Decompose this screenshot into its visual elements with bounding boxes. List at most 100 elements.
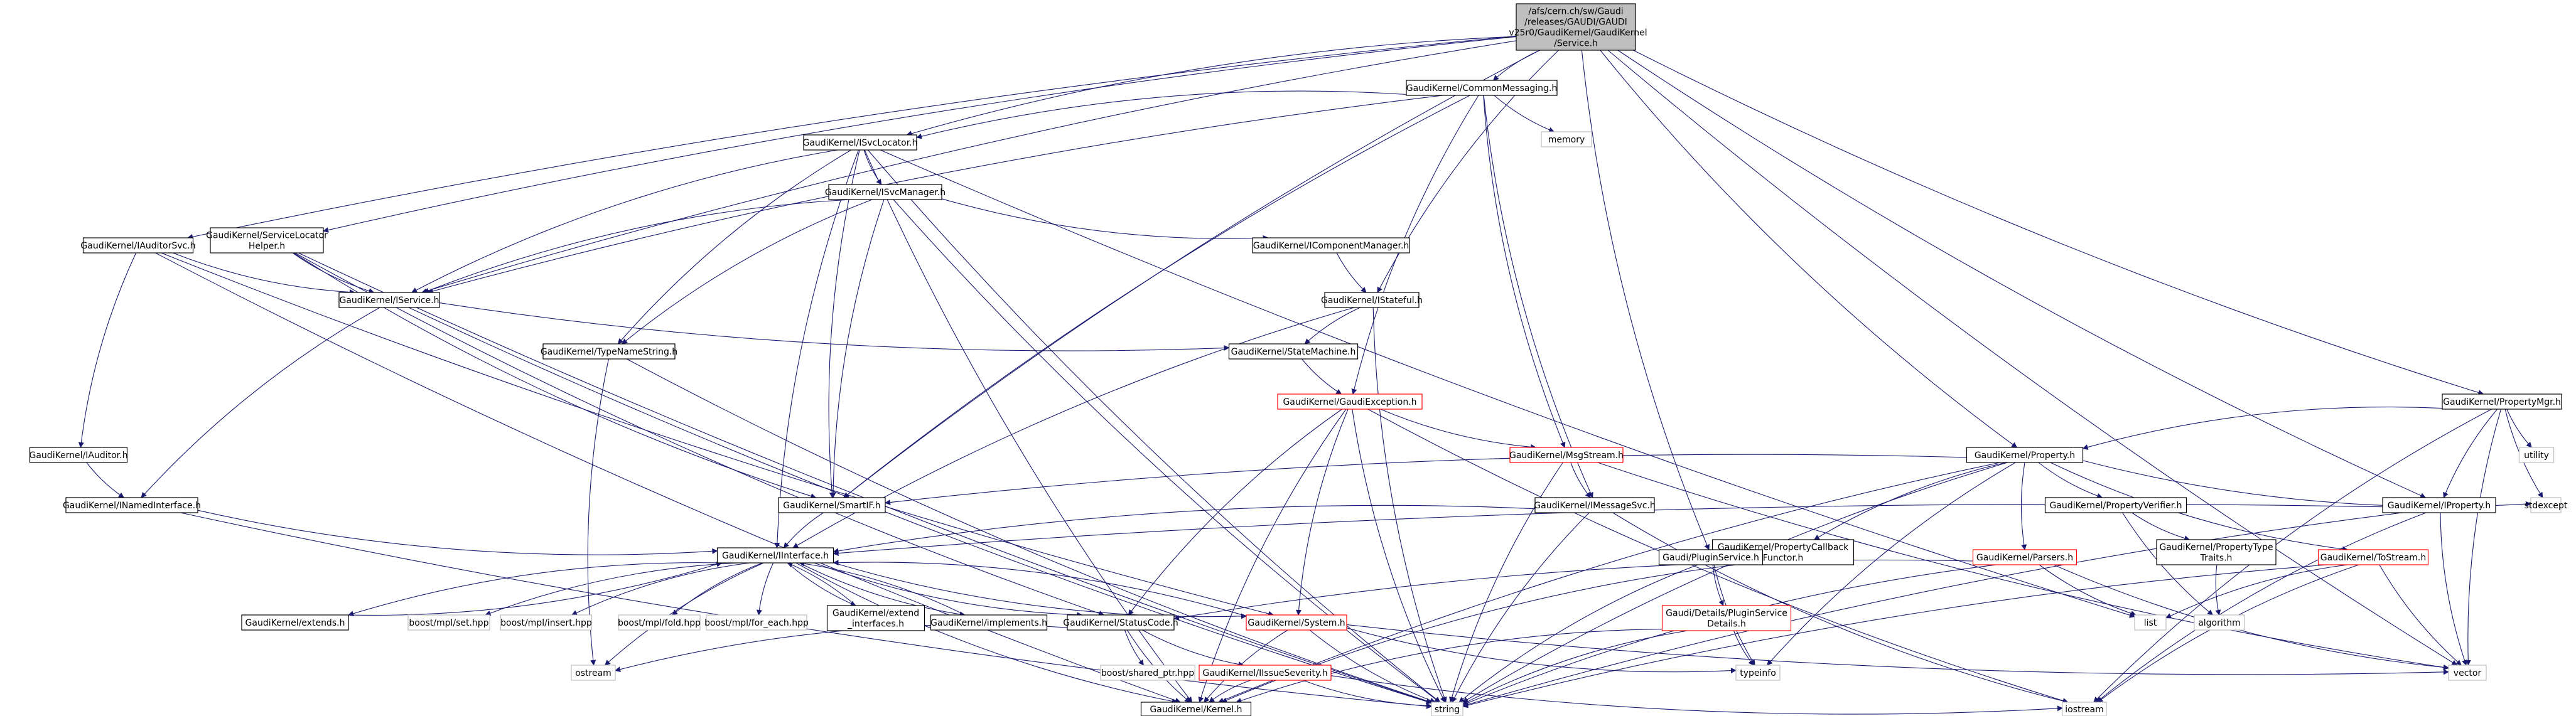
edge-commonmessaging-to-memory	[1494, 95, 1555, 133]
edge-iinterface-to-extendinterfaces	[787, 562, 856, 606]
node-statemachine[interactable]: GaudiKernel/StateMachine.h	[1228, 343, 1359, 360]
node-commonmessaging[interactable]: GaudiKernel/CommonMessaging.h	[1406, 80, 1558, 96]
node-label: _interfaces.h	[847, 619, 904, 629]
edge-pluginservicedetails-to-string	[1462, 630, 1688, 705]
node-box	[2448, 665, 2487, 681]
node-typenamestring[interactable]: GaudiKernel/TypeNameString.h	[541, 343, 677, 360]
edge-isvcmanager-to-iservice	[423, 199, 851, 294]
node-box	[1972, 549, 2078, 565]
node-propertyverifier[interactable]: GaudiKernel/PropertyVerifier.h	[2044, 497, 2187, 513]
node-utility[interactable]: utility	[2518, 447, 2555, 463]
node-label: boost/mpl/fold.hpp	[618, 618, 701, 628]
node-label: GaudiKernel/Property.h	[1975, 451, 2075, 461]
node-extends[interactable]: GaudiKernel/extends.h	[241, 614, 349, 631]
node-label: boost/mpl/set.hpp	[409, 618, 488, 628]
node-box	[1067, 614, 1175, 631]
node-label: GaudiKernel/System.h	[1248, 618, 1345, 628]
node-iauditor[interactable]: GaudiKernel/IAuditor.h	[30, 447, 128, 463]
node-label: GaudiKernel/MsgStream.h	[1509, 451, 1624, 461]
header-nodes: /afs/cern.ch/sw/Gaudi/releases/GAUDI/GAU…	[30, 3, 2568, 716]
node-kernel[interactable]: GaudiKernel/Kernel.h	[1140, 702, 1252, 716]
edge-iproperty-to-vector	[2440, 512, 2467, 666]
node-iissueseverity[interactable]: GaudiKernel/IIssueSeverity.h	[1199, 665, 1332, 681]
edge-iinterface-to-boostinsert	[571, 562, 750, 616]
node-parsers[interactable]: GaudiKernel/Parsers.h	[1972, 549, 2078, 565]
node-smartif[interactable]: GaudiKernel/SmartIF.h	[778, 497, 886, 513]
node-label: typeinfo	[1740, 668, 1776, 678]
edge-msgstream-to-vector	[1597, 462, 2449, 670]
node-box	[2194, 614, 2245, 631]
edge-isvclocator-to-iservice	[411, 149, 838, 293]
edge-property-to-typeinfo	[1767, 462, 2016, 666]
edge-property-to-propertyverifier	[2038, 462, 2103, 499]
edge-tostream-to-iostream	[2097, 564, 2359, 703]
node-memory[interactable]: memory	[1541, 131, 1592, 147]
node-vector[interactable]: vector	[2448, 665, 2487, 681]
node-label: algorithm	[2198, 618, 2241, 628]
edge-parsers-to-list	[2039, 564, 2137, 616]
edge-smartif-to-iinterface	[783, 512, 824, 548]
edge-gaudiexception-to-system	[1296, 409, 1349, 616]
node-icomponentmanager[interactable]: GaudiKernel/IComponentManager.h	[1252, 237, 1410, 254]
edge-tostream-to-string	[1462, 564, 2327, 708]
node-stdexcept[interactable]: stdexcept	[2525, 497, 2568, 513]
node-extendinterfaces[interactable]: GaudiKernel/extend_interfaces.h	[826, 605, 925, 631]
node-statuscode[interactable]: GaudiKernel/StatusCode.h	[1063, 614, 1178, 631]
node-msgstream[interactable]: GaudiKernel/MsgStream.h	[1509, 447, 1624, 463]
node-box	[241, 614, 349, 631]
edge-inamedinterface-to-iinterface	[197, 510, 718, 555]
node-box	[1661, 605, 1792, 631]
node-boostset[interactable]: boost/mpl/set.hpp	[407, 614, 490, 631]
node-ostream[interactable]: ostream	[571, 665, 616, 681]
edge-parsers-to-vector	[2053, 564, 2449, 670]
node-isvcmanager[interactable]: GaudiKernel/ISvcManager.h	[825, 184, 946, 200]
node-boostfold[interactable]: boost/mpl/fold.hpp	[618, 614, 701, 631]
node-sharedptr[interactable]: boost/shared_ptr.hpp	[1100, 665, 1195, 681]
edge-servicelocatorhelper-to-smartif	[293, 252, 817, 499]
node-boostforeach[interactable]: boost/mpl/for_each.hpp	[704, 614, 809, 631]
node-label: Functor.h	[1763, 553, 1804, 564]
node-boostinsert[interactable]: boost/mpl/insert.hpp	[500, 614, 593, 631]
edge-iauditorsvc-to-iauditor	[78, 252, 137, 448]
node-implements[interactable]: GaudiKernel/implements.h	[930, 614, 1048, 631]
edge-iinterface-to-implements	[799, 562, 966, 617]
node-gaudiexception[interactable]: GaudiKernel/GaudiException.h	[1277, 393, 1423, 410]
node-box	[2044, 497, 2187, 513]
node-istateful[interactable]: GaudiKernel/IStateful.h	[1321, 292, 1423, 308]
node-list[interactable]: list	[2134, 614, 2167, 631]
node-string[interactable]: string	[1431, 702, 1463, 716]
node-property[interactable]: GaudiKernel/Property.h	[1966, 447, 2084, 463]
node-box	[1406, 80, 1558, 96]
node-box	[407, 614, 490, 631]
node-propertymgr[interactable]: GaudiKernel/PropertyMgr.h	[2442, 393, 2562, 410]
node-iproperty[interactable]: GaudiKernel/IProperty.h	[2382, 497, 2496, 513]
node-imessagesvc[interactable]: GaudiKernel/IMessageSvc.h	[1534, 497, 1656, 513]
node-box	[1658, 549, 1764, 565]
node-isvclocator[interactable]: GaudiKernel/ISvcLocator.h	[802, 134, 918, 151]
node-system[interactable]: GaudiKernel/System.h	[1246, 614, 1347, 631]
node-iostream[interactable]: iostream	[2062, 702, 2107, 716]
node-iauditorsvc[interactable]: GaudiKernel/IAuditorSvc.h	[80, 237, 196, 254]
edge-root-to-pluginservice	[1581, 50, 1710, 550]
node-algorithm[interactable]: algorithm	[2194, 614, 2245, 631]
node-tostream[interactable]: GaudiKernel/ToStream.h	[2317, 549, 2429, 565]
edge-root-to-isvclocator	[906, 36, 1517, 137]
edge-commonmessaging-to-iservice	[427, 95, 1443, 294]
node-box	[542, 343, 676, 360]
node-inamedinterface[interactable]: GaudiKernel/INamedInterface.h	[63, 497, 201, 513]
edge-pluginservice-to-string	[1458, 564, 1698, 703]
node-iservice[interactable]: GaudiKernel/IService.h	[338, 292, 440, 308]
node-box	[1541, 131, 1592, 147]
edge-imessagesvc-to-iostream	[1612, 512, 2069, 704]
edge-iauditorsvc-to-kernel	[155, 252, 1181, 703]
node-iinterface[interactable]: GaudiKernel/IInterface.h	[716, 547, 834, 564]
node-label: Traits.h	[2200, 553, 2233, 564]
edge-gaudiexception-to-string	[1352, 409, 1445, 703]
node-typeinfo[interactable]: typeinfo	[1735, 665, 1781, 681]
node-pluginservice[interactable]: Gaudi/PluginService.h	[1658, 549, 1764, 565]
node-root[interactable]: /afs/cern.ch/sw/Gaudi/releases/GAUDI/GAU…	[1504, 3, 1647, 51]
node-label: iostream	[2065, 705, 2104, 715]
